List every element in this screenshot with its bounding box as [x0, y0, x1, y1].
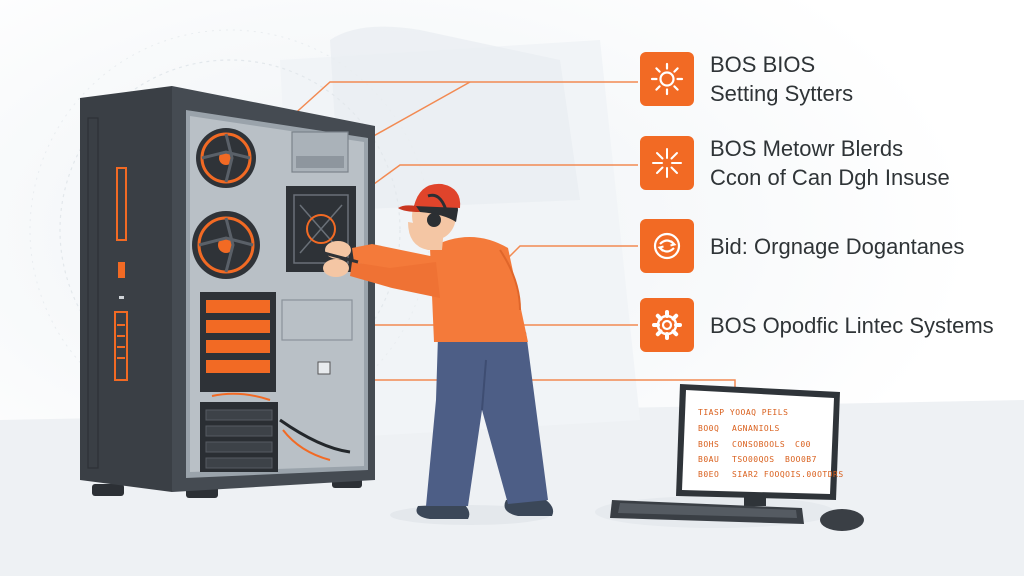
callout-line: Setting Sytters — [710, 81, 854, 106]
hand — [323, 259, 349, 277]
tower-foot — [92, 484, 124, 496]
callout-memory-blends: BOS Metowr Blerds Ccon of Can Dgh Insuse — [640, 134, 950, 192]
technician — [319, 183, 554, 519]
screen-line: BOHS — [698, 440, 720, 449]
callout-label: BOS Metowr Blerds Ccon of Can Dgh Insuse — [710, 134, 950, 192]
power-led — [118, 262, 125, 278]
screen-line: CONSOBOOLS — [732, 440, 786, 449]
case-fan — [196, 128, 256, 188]
drive-bays — [200, 402, 278, 472]
screen-line: TIASP YOOAQ PEILS — [698, 408, 789, 417]
sun-icon — [640, 52, 694, 106]
callout-line: Ccon of Can Dgh Insuse — [710, 165, 950, 190]
callout-line: Bid: Orgnage Dogantanes — [710, 233, 965, 259]
monitor — [610, 384, 864, 531]
screen-line: AGNANIOLS — [732, 424, 780, 433]
gear-icon — [640, 298, 694, 352]
cycle-arrows-icon — [640, 219, 694, 273]
callout-label: BOS Opodfic Lintec Systems — [710, 311, 994, 340]
callout-line: BOS BIOS — [710, 52, 816, 77]
spark-icon — [640, 136, 694, 190]
callout-label: BOS BIOS Setting Sytters — [710, 50, 853, 108]
shoe — [504, 500, 554, 516]
callout-label: Bid: Orgnage Dogantanes — [710, 232, 964, 261]
callout-line: BOS Metowr Blerds — [710, 136, 904, 161]
screen-line: BOO0B7 — [785, 455, 817, 464]
callout-orgnage: Bid: Orgnage Dogantanes — [640, 219, 964, 273]
screen-line: B0EO — [698, 470, 720, 479]
screen-line: BO0Q — [698, 424, 720, 433]
gpu-slots — [200, 292, 276, 392]
screen-line: SIAR2 FOOQOIS.00OTDRS — [732, 470, 844, 479]
callout-opodfic-systems: BOS Opodfic Lintec Systems — [640, 298, 994, 352]
callout-line: BOS Opodfic Lintec Systems — [710, 312, 994, 338]
headphones — [427, 213, 441, 227]
case-fan — [192, 211, 260, 279]
screen-line: TSO00QOS — [732, 455, 775, 464]
front-light-strip — [116, 167, 127, 241]
callout-bios-setting: BOS BIOS Setting Sytters — [640, 50, 853, 108]
screen-line: B0AU — [698, 455, 720, 464]
screen-line: C00 — [795, 440, 811, 449]
pc-tower — [80, 86, 375, 498]
mouse — [820, 509, 864, 531]
shoe — [416, 504, 470, 519]
